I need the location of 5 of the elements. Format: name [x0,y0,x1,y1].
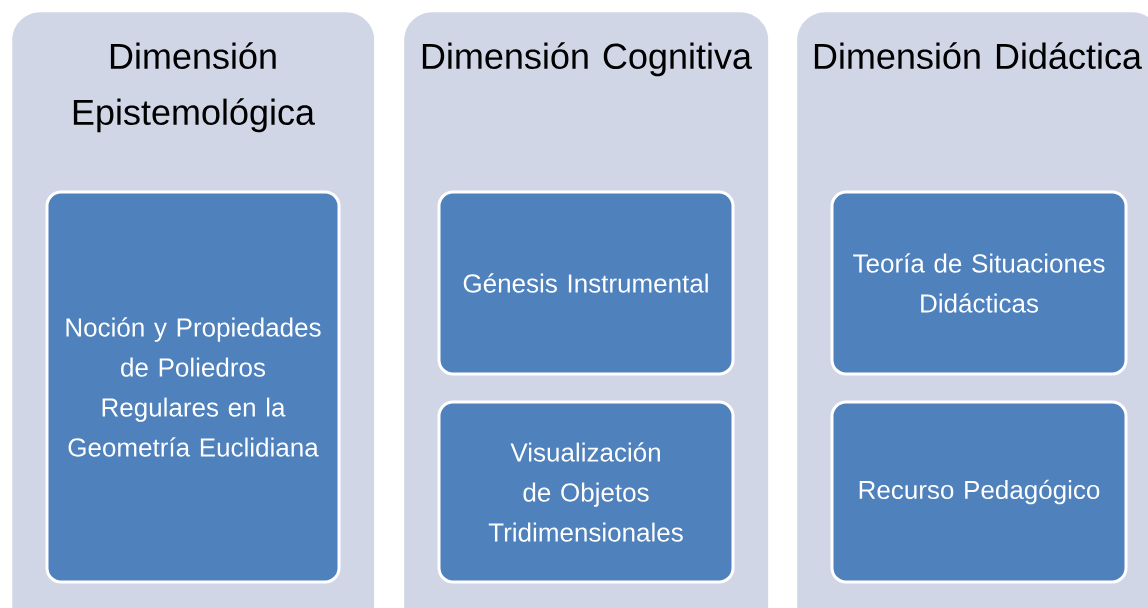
text-box: Génesis Instrumental [437,190,735,376]
text-box: Noción y Propiedades de Poliedros Regulares en la Geometría Euclidiana [45,190,341,584]
text-box: Recurso Pedagógico [830,400,1128,584]
text-box: Teoría de Situaciones Didácticas [830,190,1128,376]
text-box: Visualización de Objetos Tridimensionales [437,400,735,584]
